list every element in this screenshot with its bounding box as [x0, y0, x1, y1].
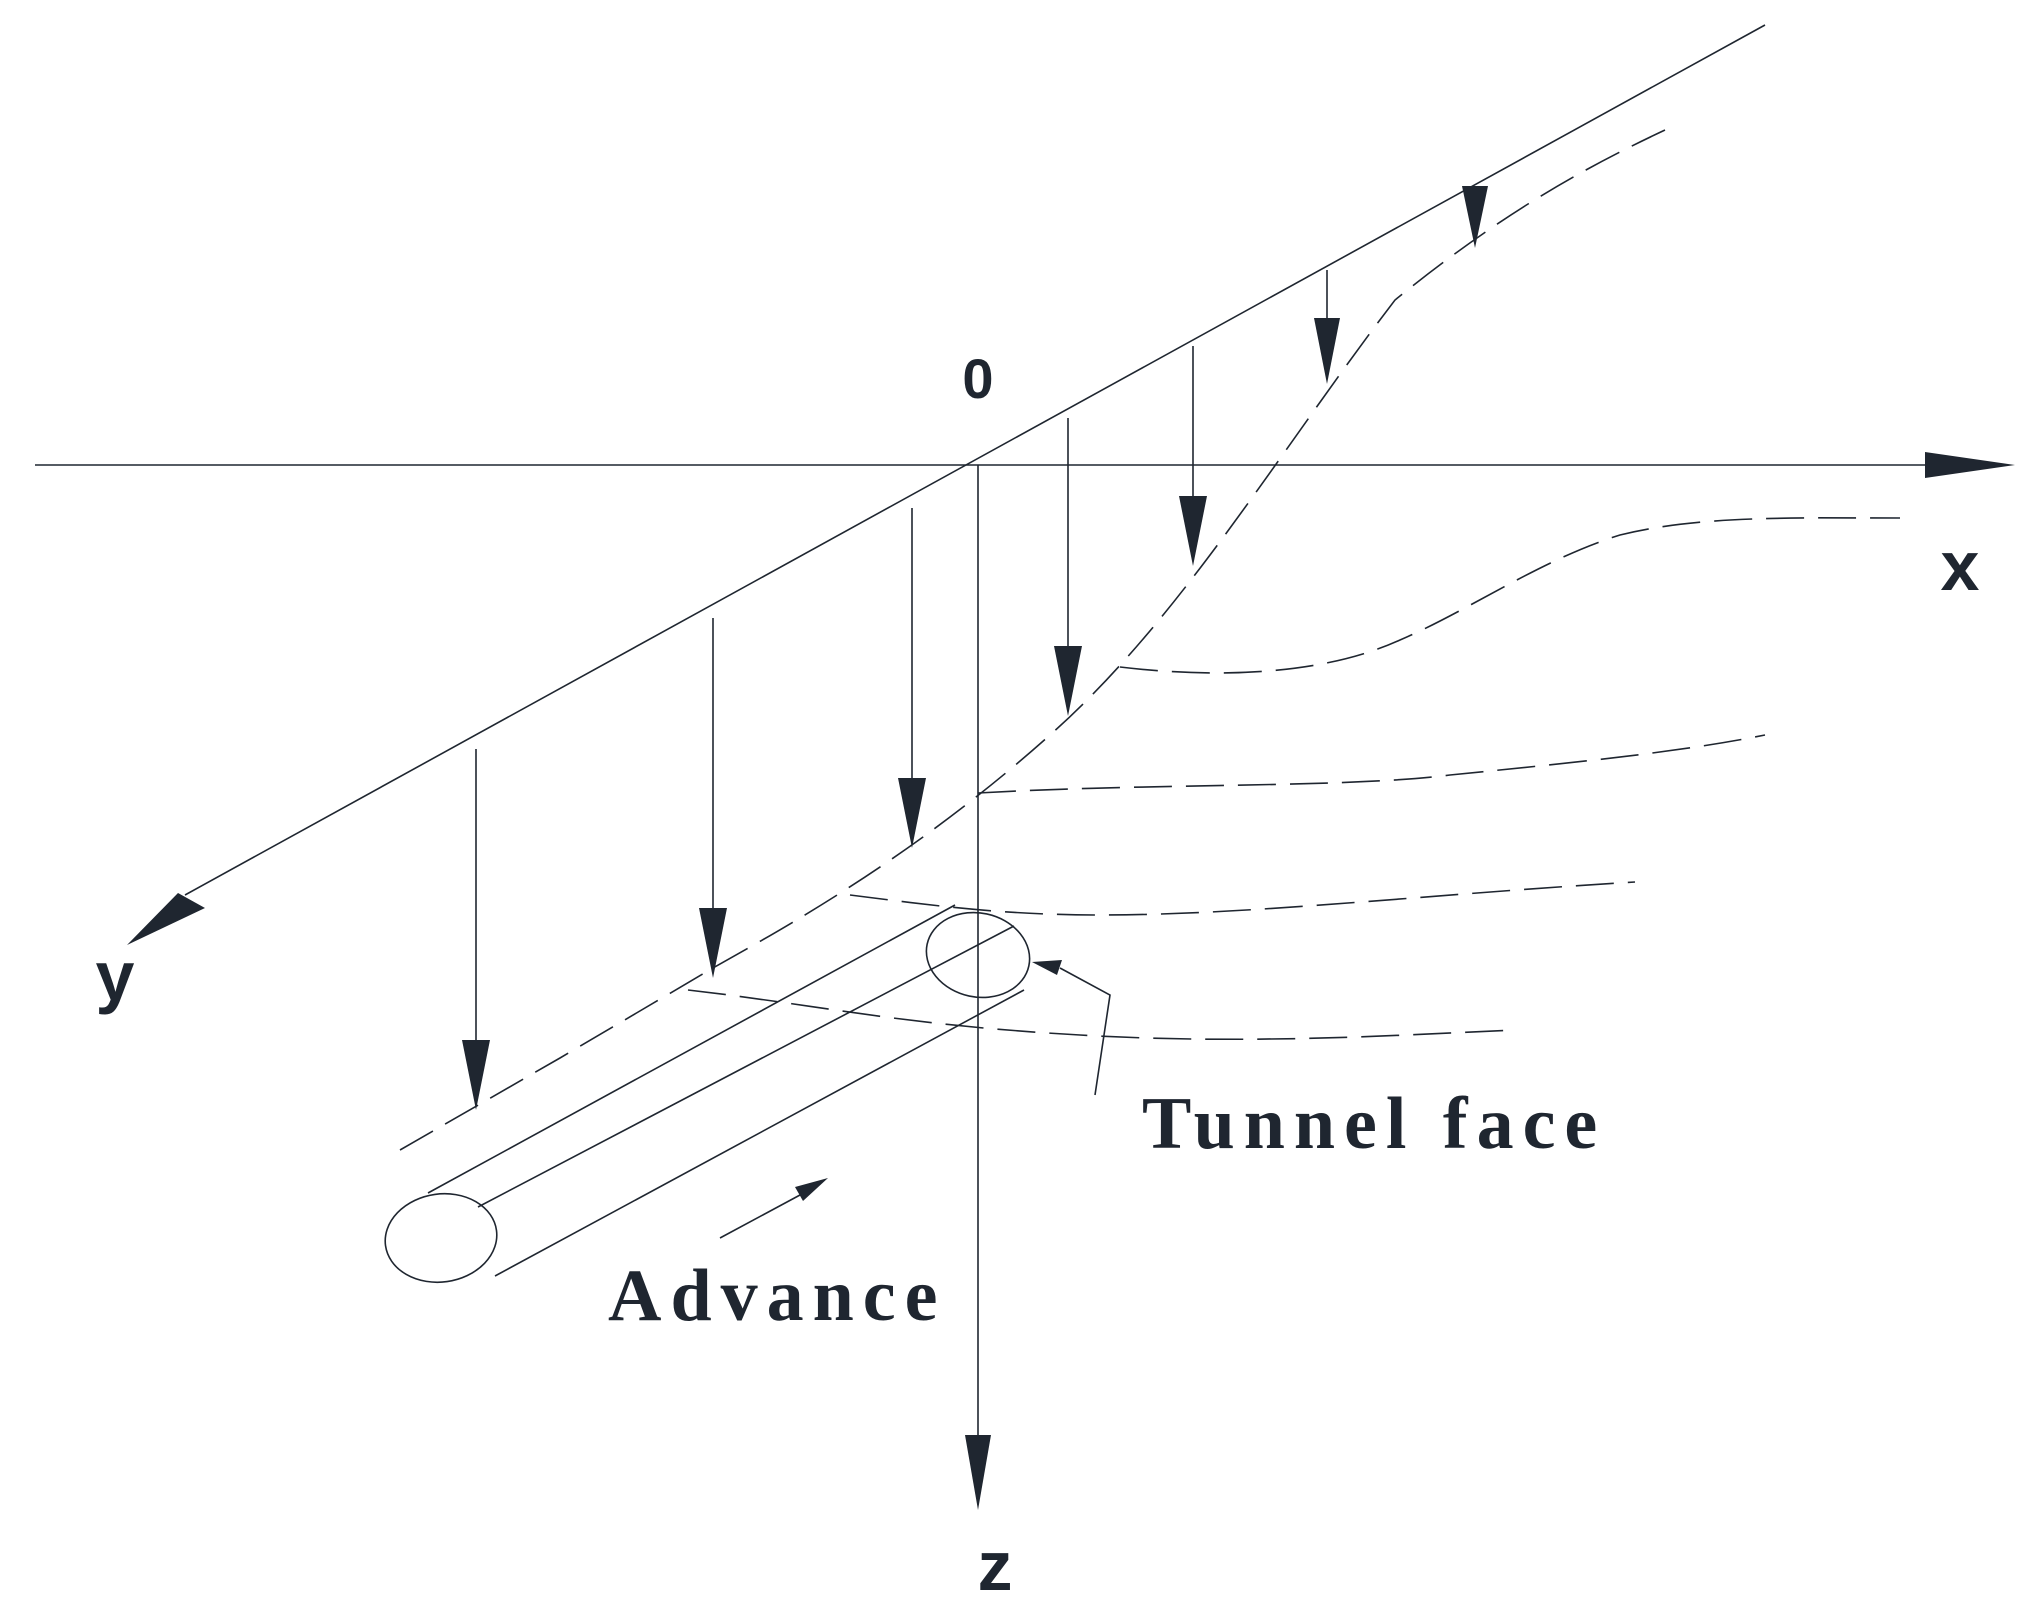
longitudinal-settlement-trough — [399, 129, 1666, 1151]
settlement-arrow — [462, 749, 490, 1110]
z-axis — [965, 465, 991, 1510]
transverse-trough — [687, 989, 1516, 1041]
y-axis — [127, 24, 1766, 945]
transverse-trough — [1119, 517, 1901, 674]
advance-label: Advance — [608, 1255, 946, 1337]
settlement-arrow — [1179, 346, 1207, 566]
tunnel-face-label: Tunnel face — [1142, 1083, 1606, 1165]
tunnel-face-ellipse — [925, 911, 1031, 999]
settlement-arrow — [898, 508, 926, 848]
settlement-arrow — [1462, 186, 1488, 248]
z-axis-label: z — [978, 1527, 1013, 1605]
settlement-arrows — [462, 186, 1488, 1110]
transverse-trough — [977, 734, 1766, 794]
tunnel-rear-end — [384, 1192, 498, 1284]
settlement-arrow — [1054, 418, 1082, 716]
origin-label: 0 — [962, 347, 993, 410]
x-axis — [35, 452, 2015, 478]
transverse-trough — [849, 881, 1636, 916]
transverse-settlement-troughs — [687, 517, 1901, 1041]
settlement-arrow — [699, 618, 727, 978]
advance-arrow — [719, 1178, 828, 1239]
x-axis-label: x — [1941, 527, 1980, 605]
tunnel-face-leader — [1032, 960, 1111, 1096]
y-axis-label: y — [96, 937, 135, 1015]
tunnel — [384, 904, 1031, 1284]
settlement-arrow — [1314, 270, 1340, 384]
